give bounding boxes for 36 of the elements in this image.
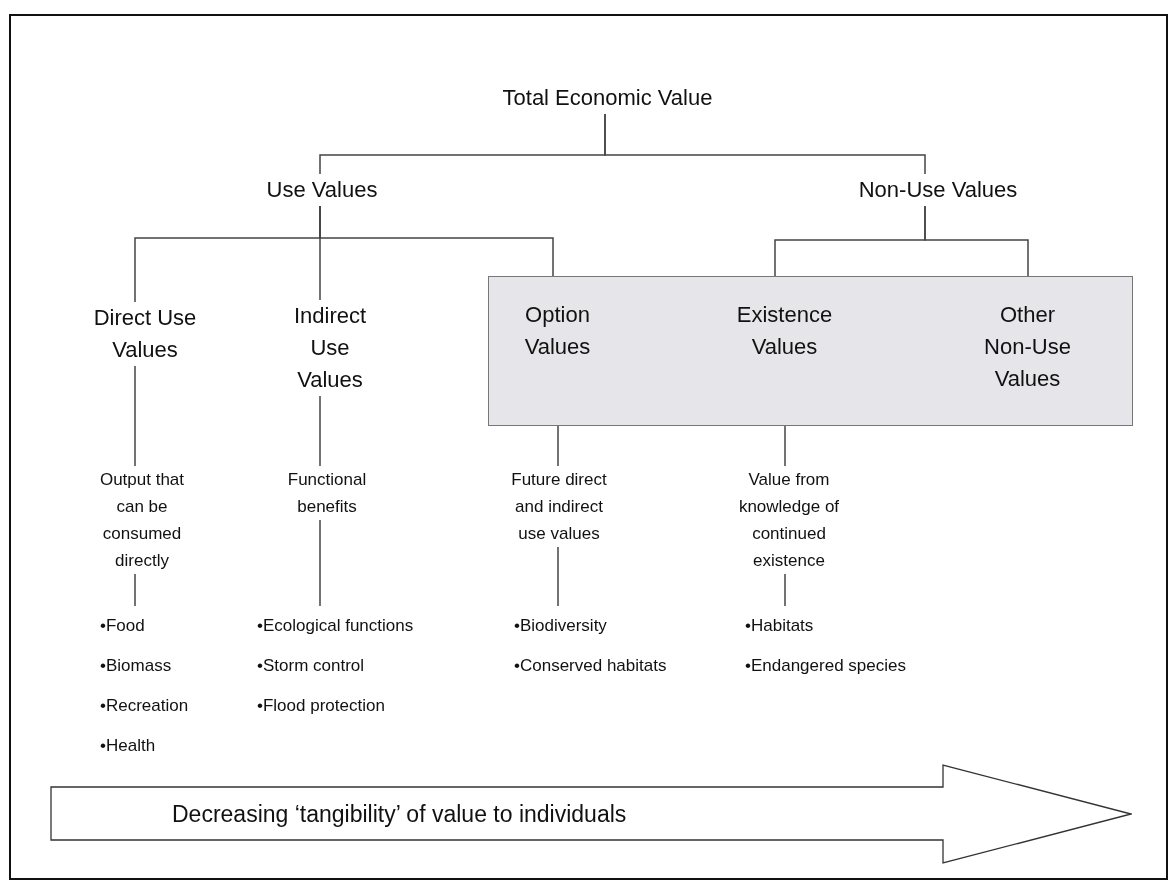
value-label: Non-Use Values (828, 174, 1048, 206)
bullet-item: •Health (100, 735, 156, 757)
value-label: Direct Use Values (60, 302, 230, 366)
bullet-item: •Biomass (100, 655, 172, 677)
description-text: Output that can be consumed directly (90, 466, 194, 574)
bullet-item: •Recreation (100, 695, 189, 717)
bullet-item: •Ecological functions (257, 615, 414, 637)
connector-line (319, 395, 321, 467)
connector-line (557, 546, 559, 607)
connector-line (784, 573, 786, 607)
arrow-label: Decreasing ‘tangibility’ of value to individuals (172, 800, 627, 828)
value-label: Use Values (247, 174, 397, 206)
group-box (488, 276, 1133, 426)
description-text: Value from knowledge of continued existence (729, 466, 849, 574)
bullet-item: •Food (100, 615, 145, 637)
connector-line (604, 113, 926, 175)
connector-line (924, 205, 1029, 278)
connector-line (319, 519, 321, 607)
description-text: Functional benefits (277, 466, 377, 520)
bullet-item: •Habitats (745, 615, 814, 637)
bullet-item: •Biodiversity (514, 615, 607, 637)
connector-line (134, 365, 136, 467)
value-label: Total Economic Value (470, 82, 745, 114)
connector-line (134, 573, 136, 607)
description-text: Future direct and indirect use values (503, 466, 615, 547)
value-label: Option Values (523, 301, 592, 361)
connector-line (784, 425, 786, 467)
bullet-item: •Flood protection (257, 695, 385, 717)
value-label: Existence Values (735, 301, 834, 361)
bullet-item: •Conserved habitats (514, 655, 667, 677)
value-label: Other Non-Use Values (983, 301, 1072, 393)
bullet-item: •Endangered species (745, 655, 906, 677)
value-label: Indirect Use Values (280, 300, 380, 396)
connector-line (319, 205, 554, 278)
connector-line (557, 425, 559, 467)
bullet-item: •Storm control (257, 655, 365, 677)
